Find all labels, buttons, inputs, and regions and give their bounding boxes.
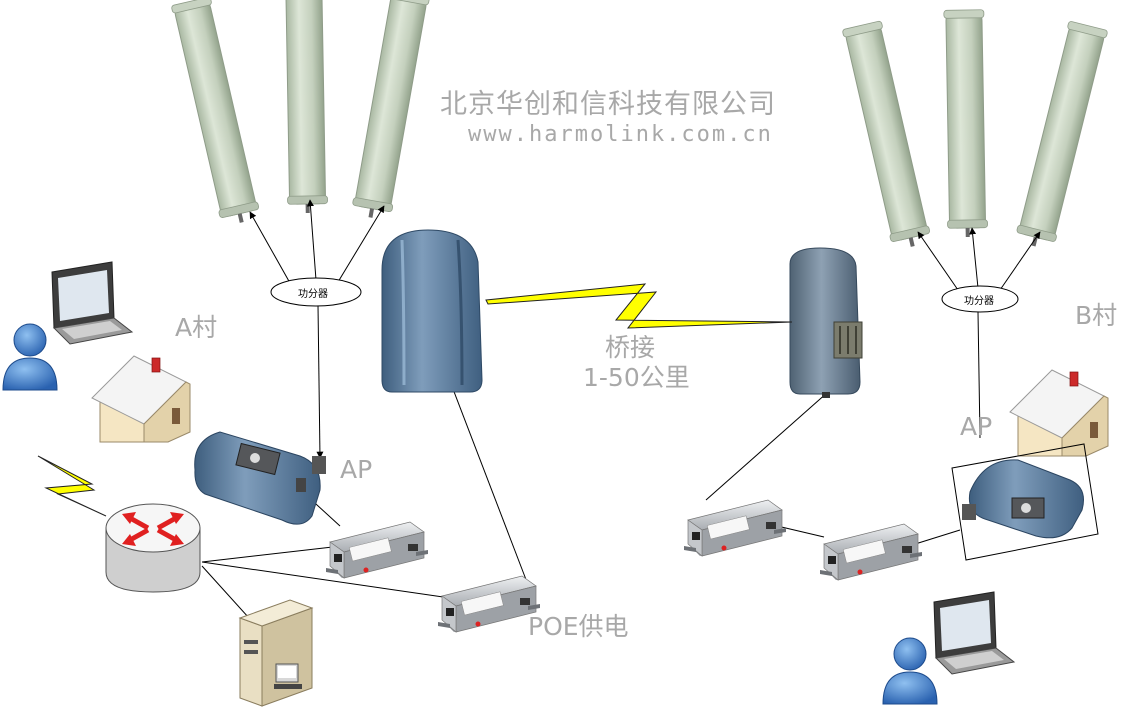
bridge-label: 桥接 [605,333,656,362]
site-b-ap [951,443,1099,561]
site-a-bridge-unit [381,229,483,393]
site-a-poe-injector-2 [437,575,541,633]
site-a-feed-lines [249,199,385,459]
site-b-antenna-right [1013,20,1109,252]
site-b-splitter [941,285,1019,313]
site-b-user-icon [882,637,938,705]
company-website: www.harmolink.com.cn [468,122,773,147]
site-a-splitter [270,277,362,307]
bridge-distance-label: 1-50公里 [583,363,690,392]
site-b-splitter-label: 功分器 [964,296,994,307]
site-b-house-icon [1009,369,1109,457]
site-a-ap-label: AP [340,455,373,484]
site-a-poe-injector-1 [325,521,429,579]
site-b-laptop-icon [933,591,1015,675]
company-name: 北京华创和信科技有限公司 [440,89,776,120]
site-a-house-icon [91,355,191,443]
site-b-feed-lines [917,227,1041,439]
router-icon [105,503,201,593]
site-a-wireless-icon [37,455,107,517]
bridge-wireless-link [485,283,793,329]
site-a-antenna-left [170,0,262,228]
site-a-ap [194,431,326,525]
site-b-poe-injector-1 [683,499,787,557]
site-b-antenna-left [841,20,933,252]
server-icon [238,599,314,707]
site-a-antenna-right [350,0,431,222]
site-a-laptop-icon [51,261,133,345]
site-b-ap-label: AP [960,412,993,441]
site-a-user-icon [2,323,58,391]
site-a-village-label: A村 [175,313,218,342]
site-a-splitter-label: 功分器 [298,289,328,300]
site-b-village-label: B村 [1075,301,1118,330]
site-b-bridge-unit [789,247,863,398]
site-b-antenna-center [943,9,989,238]
site-a-antenna-center [283,0,329,214]
site-b-poe-injector-2 [819,523,923,581]
poe-power-label: POE供电 [528,612,629,641]
